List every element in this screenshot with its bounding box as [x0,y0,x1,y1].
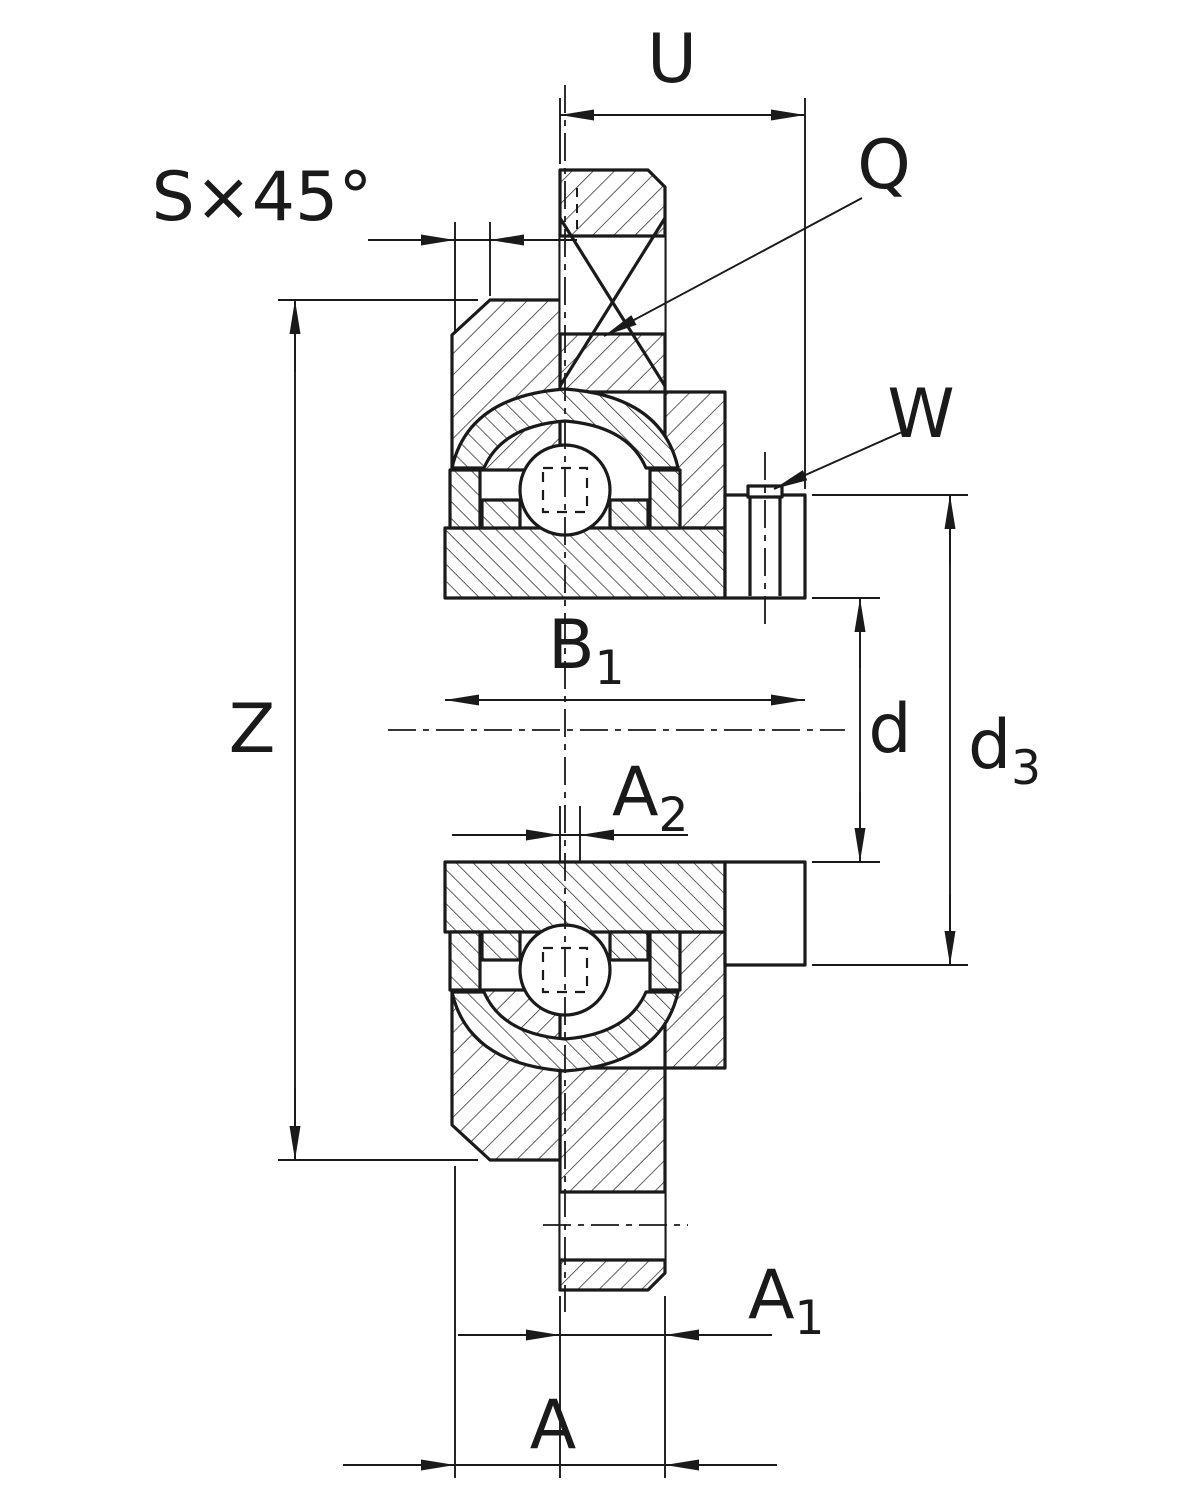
outer-ring-upper [450,387,680,470]
label-a2-sub: 2 [659,788,689,843]
outer-ring-lower [450,990,680,1073]
seal-upper-right [648,468,682,530]
inner-ring-upper [443,526,727,600]
label-b1-base: B [548,606,595,685]
dimension-a1 [458,1296,772,1478]
leader-w [773,431,903,490]
dimension-a2 [452,806,688,862]
inner-ring-shoulder [480,930,522,962]
collar-lower [723,860,807,967]
label-w: W [887,375,954,454]
seal-upper-left [448,468,482,530]
bolt-hole-lower [560,1192,665,1260]
label-d: d [868,690,911,769]
label-s-chamfer: S×45° [152,158,373,237]
dimension-labels: U Q S×45° W Z B1 d d3 A2 A1 A [152,20,1041,1465]
label-u: U [647,20,697,99]
label-a1-sub: 1 [795,1291,825,1346]
label-a: A [530,1386,577,1465]
flange-bolt-holes [558,188,667,1262]
label-a2: A2 [612,753,688,843]
dimension-u [559,98,806,489]
dimension-z [278,299,478,1161]
label-a2-base: A [612,753,659,832]
label-a1-base: A [748,1256,795,1335]
label-d3: d3 [968,706,1041,796]
dimension-s-chamfer [368,222,577,332]
leader-q [603,197,863,337]
dimension-d3 [812,494,968,966]
inner-ring-lower [443,860,727,934]
seal-lower-left [448,930,482,992]
centerlines [388,85,845,1312]
ball-axis-box [541,466,589,514]
label-z: Z [229,690,276,769]
leaders [603,197,903,490]
seal-lower-right [648,930,682,992]
label-b1-sub: 1 [595,641,625,696]
label-d3-sub: 3 [1011,741,1041,796]
inner-ring-shoulder [608,498,650,530]
dimension-a [343,1166,777,1478]
bearing-upper [443,387,727,600]
inner-ring-shoulder [608,930,650,962]
label-q: Q [857,126,911,205]
dimension-d [812,597,880,863]
label-d3-base: d [968,706,1011,785]
countersink-cross-line [558,217,667,387]
ball-axis-box [541,946,589,994]
inner-ring-shoulder [480,498,522,530]
label-a1: A1 [748,1256,824,1346]
bearing-lower [443,860,727,1073]
bolt-hole-upper [560,236,665,334]
label-b1: B1 [548,606,625,696]
